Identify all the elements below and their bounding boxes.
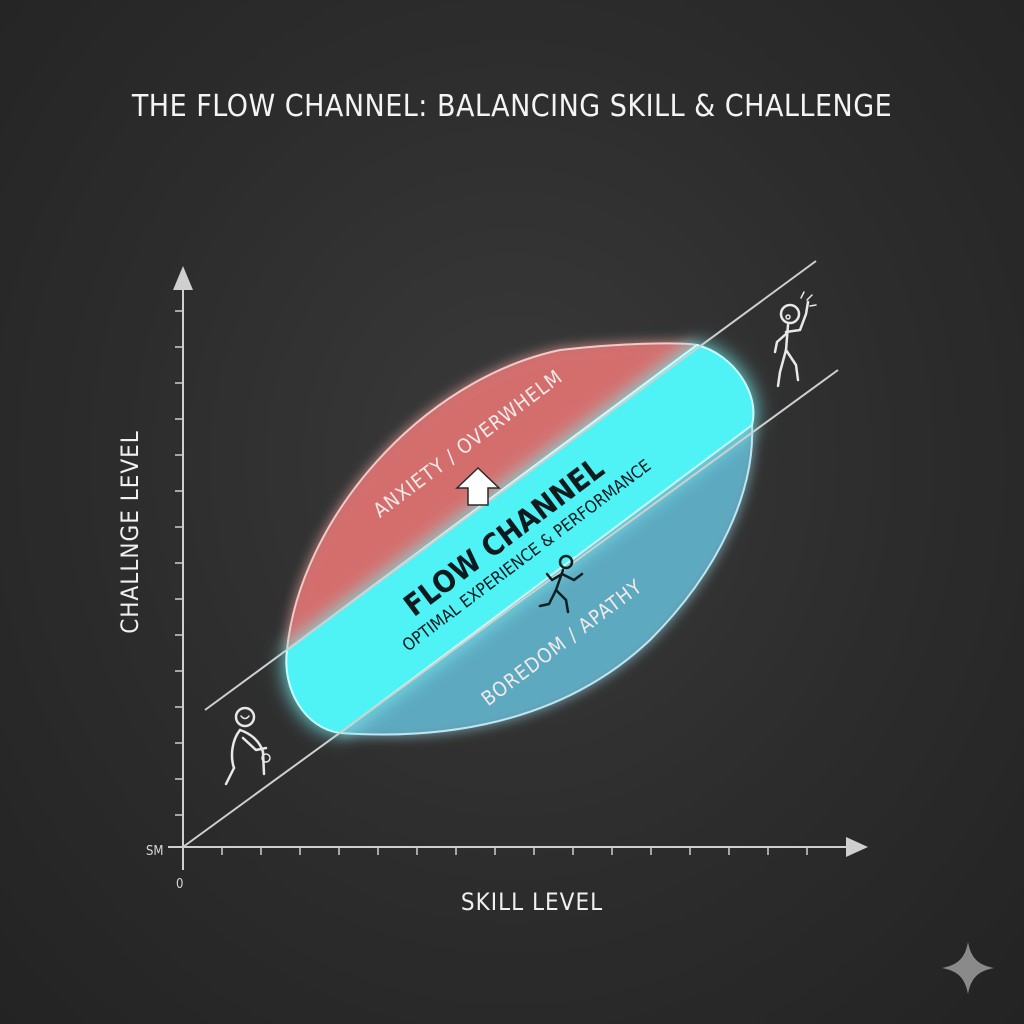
page-title: THE FLOW CHANNEL: BALANCING SKILL & CHAL… (131, 89, 892, 124)
y-axis-label: CHALLNGE LEVEL (116, 430, 144, 634)
sparkle-icon (942, 942, 994, 994)
up-arrow-icon (455, 466, 501, 506)
flow-channel-band (285, 343, 755, 735)
stressed-person-icon (773, 291, 817, 388)
relaxed-person-icon (224, 706, 271, 786)
x-axis-label: SKILL LEVEL (461, 888, 603, 916)
corner-label: SM (146, 844, 164, 859)
y-axis (173, 266, 193, 870)
origin-label: 0 (176, 877, 183, 892)
x-axis (168, 837, 868, 857)
upper-boundary-line (204, 260, 817, 711)
lower-boundary-line (182, 369, 839, 848)
running-person-icon (538, 554, 584, 614)
